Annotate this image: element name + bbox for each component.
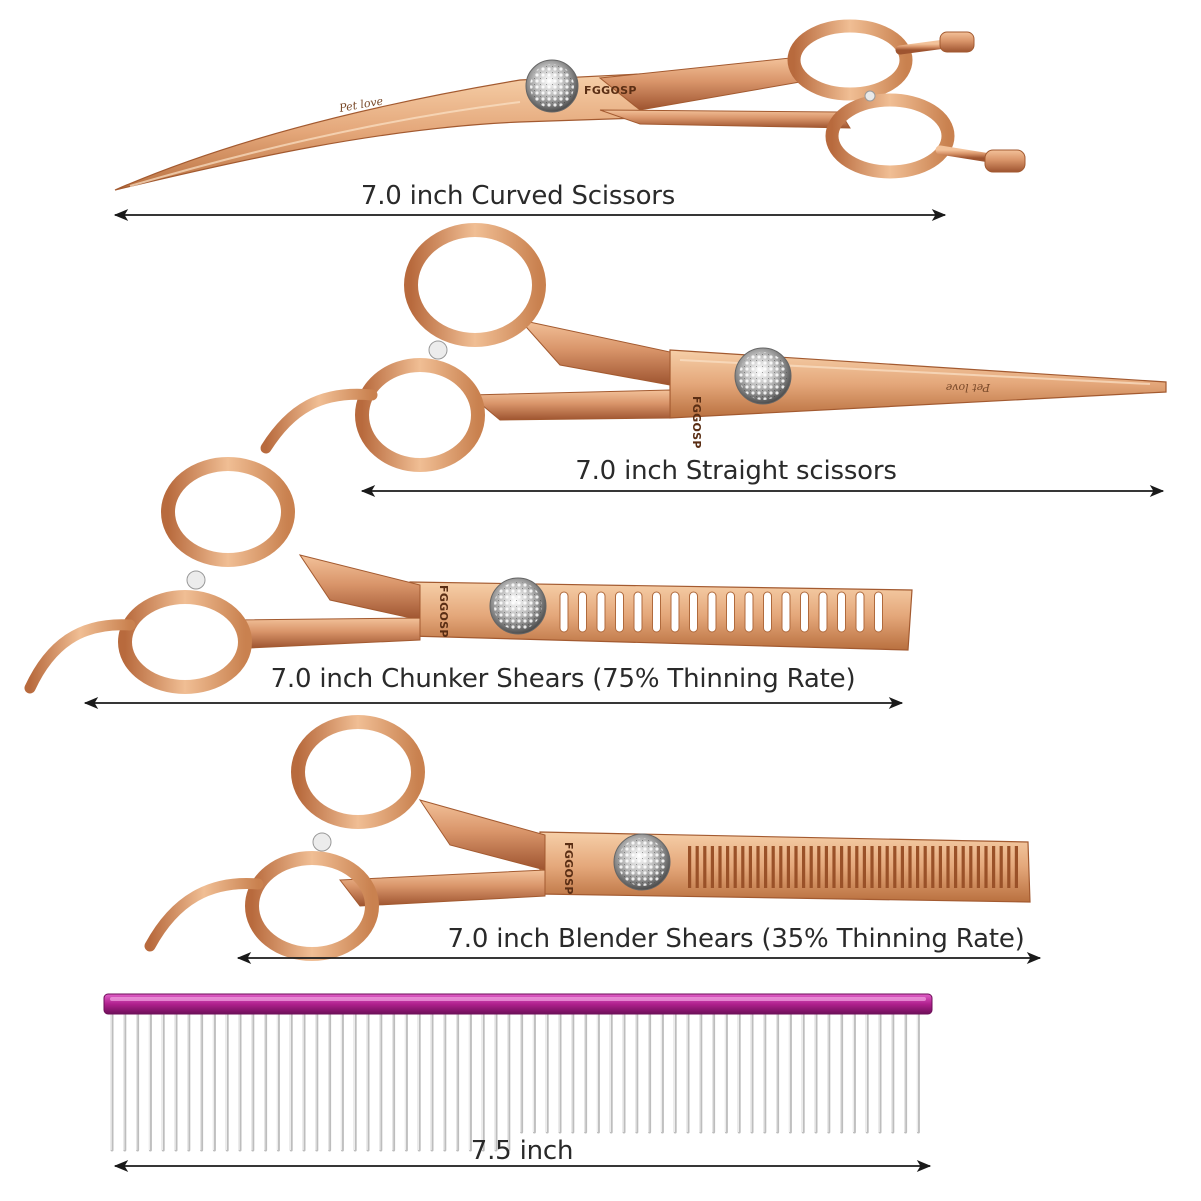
brand-engraving: FGGOSP — [690, 396, 703, 449]
blender-tooth — [733, 846, 737, 888]
blender-tooth — [999, 846, 1003, 888]
blender-tooth — [840, 846, 844, 888]
blender-tooth — [817, 846, 821, 888]
blender-tooth — [923, 846, 927, 888]
blender-tooth — [703, 846, 707, 888]
curved-scissors: FGGOSP Pet love — [114, 19, 1026, 191]
blender-tooth — [718, 846, 722, 888]
comb-teeth — [110, 1010, 920, 1152]
blender-tooth — [855, 846, 859, 888]
blender-tooth — [961, 846, 965, 888]
blender-tooth — [764, 846, 768, 888]
blender-tooth — [741, 846, 745, 888]
chunker-slot — [818, 591, 828, 633]
label-chunker-shears: 7.0 inch Chunker Shears (75% Thinning Ra… — [270, 664, 856, 694]
label-curved-scissors: 7.0 inch Curved Scissors — [360, 181, 676, 211]
blender-tooth — [870, 846, 874, 888]
blender-tooth — [824, 846, 828, 888]
chunker-slot — [578, 591, 587, 633]
chunker-slot — [707, 591, 717, 633]
blender-teeth — [688, 846, 1018, 888]
chunker-slot — [800, 591, 809, 633]
blender-tooth — [984, 846, 988, 888]
chunker-slot — [855, 591, 865, 633]
chunker-slot — [633, 591, 643, 633]
chunker-slot — [615, 591, 624, 633]
blender-tooth — [862, 846, 866, 888]
blender-tooth — [946, 846, 950, 888]
blender-tooth — [992, 846, 996, 888]
grooming-comb — [103, 993, 933, 1152]
straight-scissors: FGGOSP Pet love — [260, 223, 1167, 472]
blender-tooth — [771, 846, 775, 888]
blender-tooth — [1007, 846, 1011, 888]
blender-tooth — [847, 846, 851, 888]
blender-tooth — [695, 846, 699, 888]
blender-tooth — [748, 846, 752, 888]
blender-tooth — [916, 846, 920, 888]
blender-tooth — [931, 846, 935, 888]
blender-tooth — [969, 846, 973, 888]
blender-tooth — [900, 846, 904, 888]
chunker-slot — [837, 591, 846, 633]
blender-tooth — [1014, 846, 1018, 888]
label-comb: 7.5 inch — [470, 1136, 574, 1166]
chunker-slot — [689, 591, 698, 633]
blender-tooth — [794, 846, 798, 888]
blender-tooth — [976, 846, 980, 888]
chunker-teeth — [559, 591, 883, 633]
chunker-slot — [670, 591, 680, 633]
blender-tooth — [710, 846, 714, 888]
chunker-slot — [763, 591, 772, 633]
blender-tooth — [779, 846, 783, 888]
blender-tooth — [893, 846, 897, 888]
chunker-slot — [874, 591, 883, 633]
blender-tooth — [938, 846, 942, 888]
blender-tooth — [809, 846, 813, 888]
blender-tooth — [786, 846, 790, 888]
chunker-slot — [596, 591, 606, 633]
blender-shears: FGGOSP — [144, 715, 1031, 961]
label-blender-shears: 7.0 inch Blender Shears (35% Thinning Ra… — [447, 924, 1025, 954]
chunker-slot — [781, 591, 791, 633]
brand-engraving: FGGOSP — [437, 585, 450, 638]
blender-tooth — [885, 846, 889, 888]
blender-tooth — [954, 846, 958, 888]
chunker-shears: FGGOSP — [24, 457, 913, 694]
blender-tooth — [832, 846, 836, 888]
blender-tooth — [802, 846, 806, 888]
brand-engraving: FGGOSP — [562, 842, 575, 895]
script-engraving: Pet love — [945, 381, 991, 394]
chunker-slot — [559, 591, 569, 633]
chunker-slot — [652, 591, 661, 633]
blender-tooth — [908, 846, 912, 888]
blender-tooth — [688, 846, 692, 888]
brand-engraving: FGGOSP — [584, 84, 637, 97]
label-straight-scissors: 7.0 inch Straight scissors — [575, 456, 897, 486]
chunker-slot — [726, 591, 735, 633]
blender-tooth — [726, 846, 730, 888]
blender-tooth — [756, 846, 760, 888]
blender-tooth — [878, 846, 882, 888]
chunker-slot — [744, 591, 754, 633]
